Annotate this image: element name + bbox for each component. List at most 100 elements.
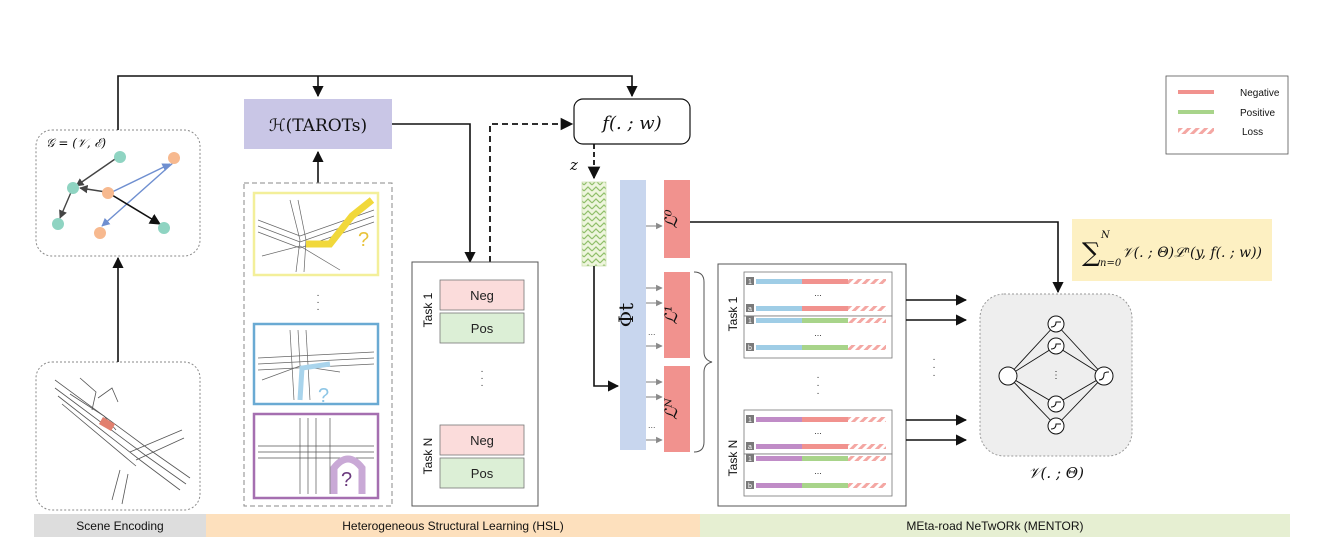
formula-lower: n=0 xyxy=(1100,258,1122,269)
loss-box-0 xyxy=(664,180,690,258)
row-tag xyxy=(746,415,754,423)
task-panel-task1: Task 1 xyxy=(421,292,435,327)
net-input-node xyxy=(998,366,1018,386)
taskN-neg-label: Neg xyxy=(470,433,494,448)
row-loss-segment xyxy=(848,306,886,311)
task-ellipsis-dot-3: · xyxy=(480,380,483,391)
row-tag xyxy=(746,442,754,450)
legend: Negative Positive Loss xyxy=(1165,75,1289,155)
row-ellipsis: ... xyxy=(814,328,822,338)
row-loss-segment xyxy=(848,483,886,488)
row-loss-segment xyxy=(848,345,886,350)
phi-loss-ellipsis-1: ... xyxy=(648,327,656,337)
loss-label-0: ℒ⁰ xyxy=(662,209,682,228)
task1-neg-label: Neg xyxy=(470,288,494,303)
tarots-ellipsis-dot-3: · xyxy=(316,304,319,315)
network-label: 𝒱(. ; Θ) xyxy=(1028,464,1084,482)
task1-pos-label: Pos xyxy=(471,321,494,336)
row-task-segment xyxy=(756,345,802,350)
loss-label-1: ℒ¹ xyxy=(662,305,682,324)
row-ellipsis: ... xyxy=(814,288,822,298)
task-ellipsis-dot-1: · xyxy=(480,366,483,377)
formula-upper: N xyxy=(1100,230,1111,241)
tarot-question-3: ? xyxy=(341,469,352,491)
row-negative-segment xyxy=(802,444,848,449)
band-scene-label: Scene Encoding xyxy=(76,519,163,533)
mentor-taskN-label: Task N xyxy=(726,440,740,477)
task-panel: Task 1 Neg Pos · · · Task N Neg Pos xyxy=(411,261,539,507)
f-model-label: f(. ; w) xyxy=(600,113,661,134)
band-hsl-label: Heterogeneous Structural Learning (HSL) xyxy=(342,519,563,533)
row-loss-segment xyxy=(848,444,886,449)
legend-loss-swatch xyxy=(1178,128,1214,134)
tarot-sample-1: ? xyxy=(252,191,380,277)
mentor-mid-dot-1: · xyxy=(816,372,819,383)
mentor-to-network-arrows xyxy=(906,294,968,446)
loss0-to-network-arrow xyxy=(690,221,1064,294)
band-scene-encoding xyxy=(34,514,206,537)
z-embedding xyxy=(581,181,607,267)
tarot-sample-2: ? xyxy=(252,322,380,407)
graph-nodes xyxy=(52,151,180,239)
z-label: z xyxy=(569,156,578,174)
mentor-mid-dot-2: · xyxy=(816,380,819,391)
task1-neg-box xyxy=(439,279,525,311)
row-task-segment xyxy=(756,444,802,449)
legend-negative-label: Negative xyxy=(1240,88,1280,99)
row-tag xyxy=(746,304,754,312)
task1-pos-box xyxy=(439,312,525,344)
row-tag xyxy=(746,343,754,351)
net-dots: ⋮ xyxy=(1051,370,1061,381)
task-panel-taskN: Task N xyxy=(421,438,435,475)
phi-bar xyxy=(620,180,646,450)
phi-label: Φt xyxy=(614,303,638,327)
tarots-label: ℋ(TAROTs) xyxy=(269,116,367,136)
row-tag xyxy=(746,481,754,489)
arrows-dot-3: · xyxy=(932,370,935,381)
row-tag xyxy=(746,277,754,285)
row-tag-label: 1 xyxy=(748,417,752,424)
row-task-segment xyxy=(756,483,802,488)
row-tag xyxy=(746,454,754,462)
row-positive-segment xyxy=(802,456,848,461)
row-tag-label: 1 xyxy=(748,456,752,463)
row-task-segment xyxy=(756,318,802,323)
row-positive-segment xyxy=(802,318,848,323)
row-negative-segment xyxy=(802,417,848,422)
row-loss-segment xyxy=(848,456,886,461)
phi-to-loss-arrows xyxy=(646,222,663,444)
row-task-segment xyxy=(756,306,802,311)
row-positive-segment xyxy=(802,345,848,350)
band-mentor xyxy=(700,514,1290,537)
formula-body: 𝒱(. ; Θ)ℒⁿ(y, f(. ; w)) xyxy=(1122,245,1262,261)
row-tag-label: b xyxy=(748,345,752,352)
mentor-task-panel: Task 1 Task N xyxy=(717,263,907,507)
row-ellipsis: ... xyxy=(814,466,822,476)
tasks-to-f-dashed-arrow xyxy=(489,117,574,262)
taskN-pos-label: Pos xyxy=(471,466,494,481)
meta-network: ⋮ xyxy=(979,293,1133,457)
tarots-ellipsis-dot-2: · xyxy=(316,297,319,308)
tarots-vertical-ellipsis: · xyxy=(316,290,319,301)
task-ellipsis-dot-2: · xyxy=(480,373,483,384)
taskN-pos-box xyxy=(439,457,525,489)
row-tag xyxy=(746,316,754,324)
row-tag-label: 1 xyxy=(748,279,752,286)
row-positive-segment xyxy=(802,483,848,488)
taskN-neg-box xyxy=(439,424,525,456)
row-tag-label: a xyxy=(748,444,752,451)
row-task-segment xyxy=(756,417,802,422)
formula-sum: ∑ xyxy=(1082,238,1101,268)
row-tag-label: 1 xyxy=(748,318,752,325)
row-ellipsis: ... xyxy=(814,426,822,436)
tarots-samples-panel: ? · · · ? xyxy=(243,182,393,507)
tarot-question-2: ? xyxy=(318,385,329,407)
mentor-rows: 1a1b......1a1b...... xyxy=(746,277,886,490)
graph-edges xyxy=(59,156,175,227)
tarots-box xyxy=(244,99,392,149)
phi-loss-ellipsis-2: ... xyxy=(648,420,656,430)
row-loss-segment xyxy=(848,417,886,422)
mentor-mid-dot-3: · xyxy=(816,388,819,399)
row-loss-segment xyxy=(848,318,886,323)
mentor-task1-label: Task 1 xyxy=(726,296,740,331)
